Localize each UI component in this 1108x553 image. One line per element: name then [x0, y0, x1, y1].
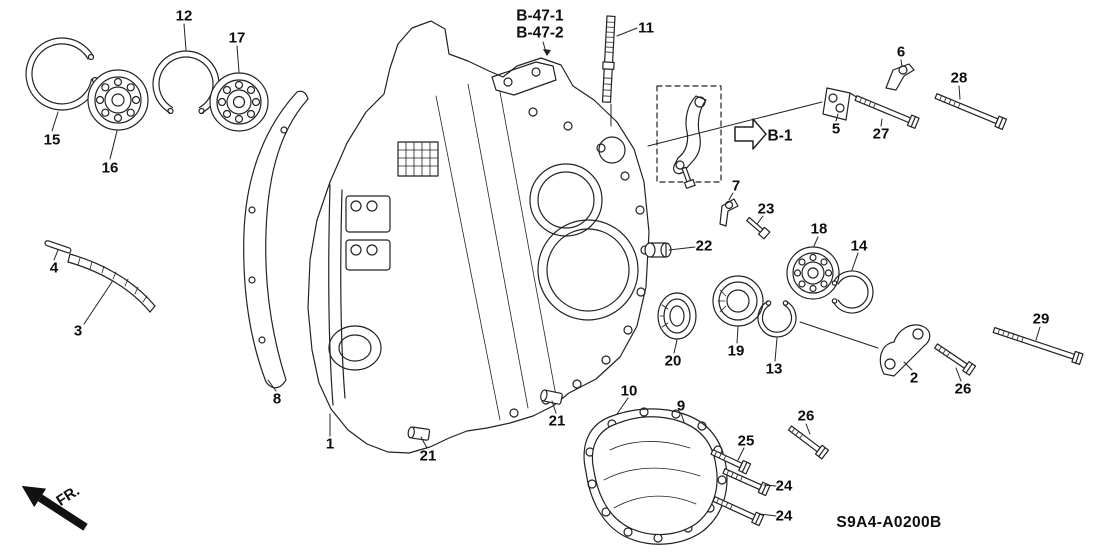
part-callout-18: 18 — [810, 220, 828, 238]
ref-label-b47-2: B-47-2 — [516, 24, 564, 42]
ball-bearing-18 — [786, 246, 840, 300]
snap-ring-13 — [757, 300, 797, 338]
part-callout-24-b: 24 — [775, 507, 793, 525]
bolt-24-lower — [712, 496, 765, 527]
part-callout-20: 20 — [664, 352, 682, 370]
part-callout-26-b: 26 — [797, 407, 815, 425]
part-callout-15: 15 — [43, 131, 61, 149]
bearing-race-19 — [712, 275, 764, 327]
bracket-6 — [885, 63, 915, 91]
part-callout-2: 2 — [909, 369, 919, 387]
part-callout-21-a: 21 — [548, 412, 566, 430]
oil-seal-20 — [657, 292, 697, 340]
dowel-pin-4 — [44, 240, 72, 254]
ball-bearing-16 — [87, 69, 149, 131]
part-callout-3: 3 — [73, 322, 83, 340]
part-callout-10: 10 — [620, 382, 638, 400]
part-callout-1: 1 — [325, 435, 335, 453]
part-callout-24-a: 24 — [775, 477, 793, 495]
mounting-stud-11 — [601, 15, 616, 103]
ref-label-b47-1: B-47-1 — [516, 7, 564, 25]
part-callout-19: 19 — [727, 342, 745, 360]
part-callout-17: 17 — [228, 29, 246, 47]
part-callout-21-b: 21 — [419, 447, 437, 465]
b1-block-arrow-icon — [734, 118, 767, 150]
leader-lines — [51, 23, 1041, 517]
snap-ring-14 — [831, 270, 874, 314]
snap-ring-15 — [25, 37, 99, 111]
collar-22 — [644, 242, 672, 258]
bolt-23 — [746, 216, 771, 240]
b1-detail-box — [656, 85, 722, 189]
part-callout-13: 13 — [765, 360, 783, 378]
part-callout-11: 11 — [638, 19, 654, 37]
part-callout-5: 5 — [831, 120, 841, 138]
ball-bearing-17 — [209, 72, 269, 132]
part-callout-26-a: 26 — [954, 380, 972, 398]
part-callout-16: 16 — [101, 159, 119, 177]
bolt-27 — [854, 95, 920, 129]
part-callout-12: 12 — [175, 7, 193, 25]
clip-bracket-7 — [719, 198, 739, 227]
part-callout-25: 25 — [737, 432, 755, 450]
part-callout-23: 23 — [757, 200, 775, 218]
dowel-21-upper — [540, 389, 563, 405]
part-callout-22: 22 — [695, 237, 713, 255]
dowel-21-lower — [407, 426, 431, 441]
pipe-3 — [67, 253, 156, 313]
bracket-2 — [879, 324, 931, 377]
part-callout-14: 14 — [850, 237, 868, 255]
side-cover-9 — [591, 416, 718, 536]
part-callout-9: 9 — [676, 397, 686, 415]
bolt-28 — [934, 93, 1008, 130]
part-callout-4: 4 — [49, 259, 59, 277]
part-callout-29: 29 — [1032, 310, 1050, 328]
part-callout-27: 27 — [872, 125, 890, 143]
transmission-case-1 — [307, 20, 650, 454]
part-callout-6: 6 — [896, 43, 906, 61]
part-callout-7: 7 — [731, 177, 741, 195]
fr-arrow-icon — [21, 485, 88, 531]
part-callout-8: 8 — [272, 390, 282, 408]
bolt-26-bottom — [787, 425, 830, 460]
bolt-26-right — [934, 343, 977, 376]
part-callout-28: 28 — [950, 69, 968, 87]
bolt-25 — [710, 449, 752, 475]
bracket-5 — [822, 87, 859, 121]
diagram-code: S9A4-A0200B — [836, 514, 942, 531]
ref-label-b1: B-1 — [767, 127, 793, 145]
snap-ring-12 — [152, 50, 220, 115]
case-gasket-8 — [243, 90, 309, 389]
bolt-29 — [992, 327, 1084, 366]
